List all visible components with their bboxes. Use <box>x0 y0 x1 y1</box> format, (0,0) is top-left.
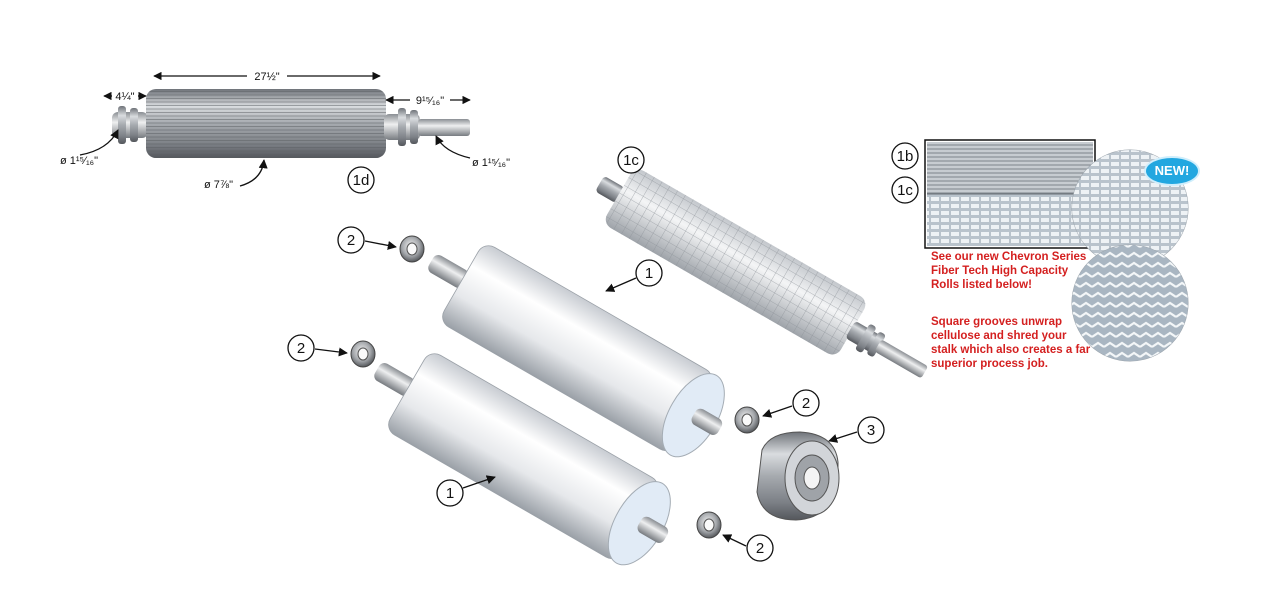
bearing-mid-left <box>350 340 376 368</box>
callout-1b: 1b <box>897 148 914 165</box>
svg-text:2: 2 <box>347 232 355 249</box>
svg-text:1: 1 <box>645 265 653 282</box>
bearing-top-left <box>399 235 425 263</box>
callout-1-lower: 1 <box>436 475 496 507</box>
smooth-roll-lower <box>374 353 671 566</box>
callout-1c-detail: 1c <box>897 182 913 199</box>
svg-text:1: 1 <box>446 485 454 502</box>
bearing-bottom <box>696 511 722 539</box>
svg-text:1d: 1d <box>353 172 370 189</box>
chevron-detail-circle <box>1072 245 1188 361</box>
callout-1d: 1d <box>347 166 375 194</box>
svg-text:1c: 1c <box>623 152 639 169</box>
callout-2-mid: 2 <box>287 334 348 362</box>
callout-1c: 1c <box>617 146 645 174</box>
new-badge: NEW! <box>1146 158 1198 184</box>
chevron-series-note: See our new Chevron Series Fiber Tech Hi… <box>931 251 1087 291</box>
right-diameter-dim: ø 1¹⁵⁄₁₆" <box>472 157 510 169</box>
left-shaft-dim: 4¼" <box>115 91 134 103</box>
svg-text:2: 2 <box>297 340 305 357</box>
callout-1-upper: 1 <box>605 259 663 292</box>
roll-diameter-dim: ø 7⅞" <box>204 179 233 191</box>
square-grooves-note: Square grooves unwrap cellulose and shre… <box>931 316 1091 370</box>
callout-2-top: 2 <box>337 226 397 254</box>
pulley-hub <box>756 431 840 521</box>
smooth-roll-upper <box>428 245 725 458</box>
callout-3: 3 <box>828 416 885 444</box>
bearing-right <box>734 406 760 434</box>
svg-text:2: 2 <box>756 540 764 557</box>
callout-2-right: 2 <box>762 389 820 418</box>
texture-1b <box>927 142 1093 194</box>
svg-text:2: 2 <box>802 395 810 412</box>
texture-inset: 1b 1c <box>891 139 1189 362</box>
right-shaft-dim: 9¹⁵⁄₁₆" <box>416 95 444 107</box>
texture-1c <box>927 194 1093 246</box>
left-diameter-dim: ø 1¹⁵⁄₁₆" <box>60 155 98 167</box>
grid-roll-1c <box>596 169 928 378</box>
callout-2-bottom: 2 <box>722 534 774 562</box>
svg-text:3: 3 <box>867 422 875 439</box>
fluted-roll-1d <box>112 89 470 158</box>
dimension-lines: 27½" 4¼" 9¹⁵⁄₁₆" ø 1¹⁵⁄₁₆" ø 1¹⁵⁄₁₆" ø 7… <box>60 68 510 191</box>
length-dim: 27½" <box>254 71 279 83</box>
